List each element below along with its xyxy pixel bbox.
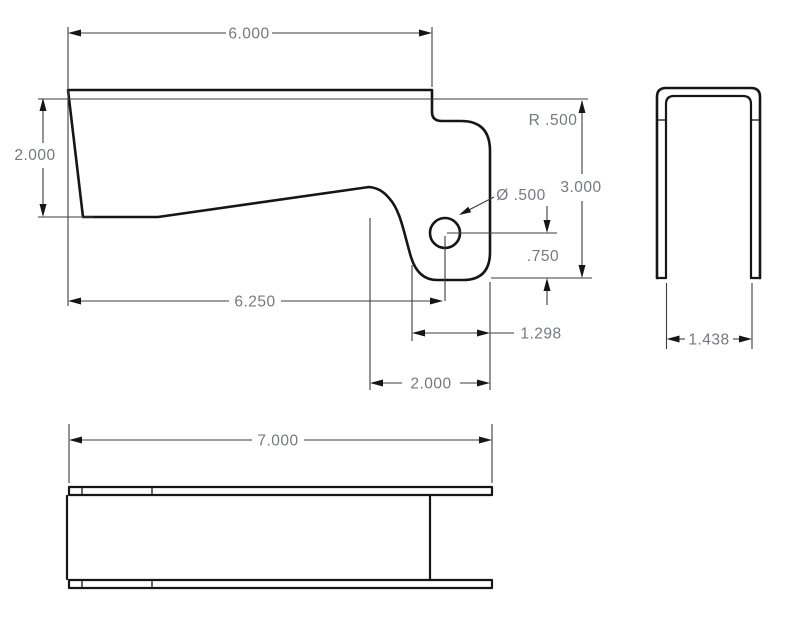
arrow-right xyxy=(477,379,490,387)
far-flange-strip xyxy=(67,578,494,590)
dim-notch-to-edge: 2.000 xyxy=(370,376,490,393)
channel-inner-outline xyxy=(664,94,753,280)
dim-left-height: 2.000 xyxy=(14,98,55,217)
dim-label-hole-center-from-left: 6.250 xyxy=(234,294,275,311)
arrow-left xyxy=(68,29,81,37)
arrow-right xyxy=(479,436,492,444)
dim-label-overall-length: 7.000 xyxy=(257,433,298,450)
side-profile-view: 6.000 2.000 6.250 1.298 xyxy=(14,26,601,393)
arrow-left xyxy=(69,436,82,444)
leader-arrow xyxy=(459,206,472,215)
dim-hole-center-height: .750 xyxy=(527,206,559,305)
arrow-left xyxy=(666,335,680,343)
dim-top-width: 6.000 xyxy=(68,26,432,43)
arrow-up xyxy=(578,100,586,113)
arrow-down xyxy=(543,220,551,233)
dim-label-notch-to-edge: 2.000 xyxy=(410,376,451,393)
bottom-plan-view: 7.000 xyxy=(65,424,494,590)
dim-label-left-height: 2.000 xyxy=(14,147,55,164)
dim-label-notch-width: 1.298 xyxy=(520,326,561,343)
arrow-down xyxy=(578,265,586,278)
arrow-up xyxy=(39,98,47,111)
dim-label-top-width: 6.000 xyxy=(228,26,269,43)
dim-label-fillet-radius: R .500 xyxy=(529,112,578,129)
dim-label-hole-diameter: Ø .500 xyxy=(496,187,546,204)
arrow-right xyxy=(419,29,432,37)
arrow-left xyxy=(370,379,383,387)
dim-hole-diameter: Ø .500 xyxy=(459,187,546,215)
dim-label-overall-height: 3.000 xyxy=(560,179,601,196)
dim-overall-length: 7.000 xyxy=(69,433,492,450)
arrow-left xyxy=(68,297,81,305)
near-flange-strip xyxy=(67,485,494,497)
extension-lines xyxy=(38,27,592,390)
dim-label-channel-inner-width: 1.438 xyxy=(688,332,729,349)
side-view-outline xyxy=(66,88,492,282)
dim-overall-height: 3.000 xyxy=(560,100,601,278)
dim-channel-inner-width: 1.438 xyxy=(666,332,752,349)
dim-notch-width: 1.298 xyxy=(412,326,561,343)
dim-label-hole-center-height: .750 xyxy=(527,248,559,265)
end-channel-view: 1.438 xyxy=(655,86,762,349)
arrow-right xyxy=(430,297,443,305)
arrow-up xyxy=(543,278,551,291)
arrow-down xyxy=(39,204,47,217)
arrow-right xyxy=(477,329,490,337)
arrow-right xyxy=(739,335,752,343)
channel-outer-outline xyxy=(655,86,762,280)
arrow-left xyxy=(412,329,425,337)
dim-hole-center-from-left: 6.250 xyxy=(68,294,443,311)
